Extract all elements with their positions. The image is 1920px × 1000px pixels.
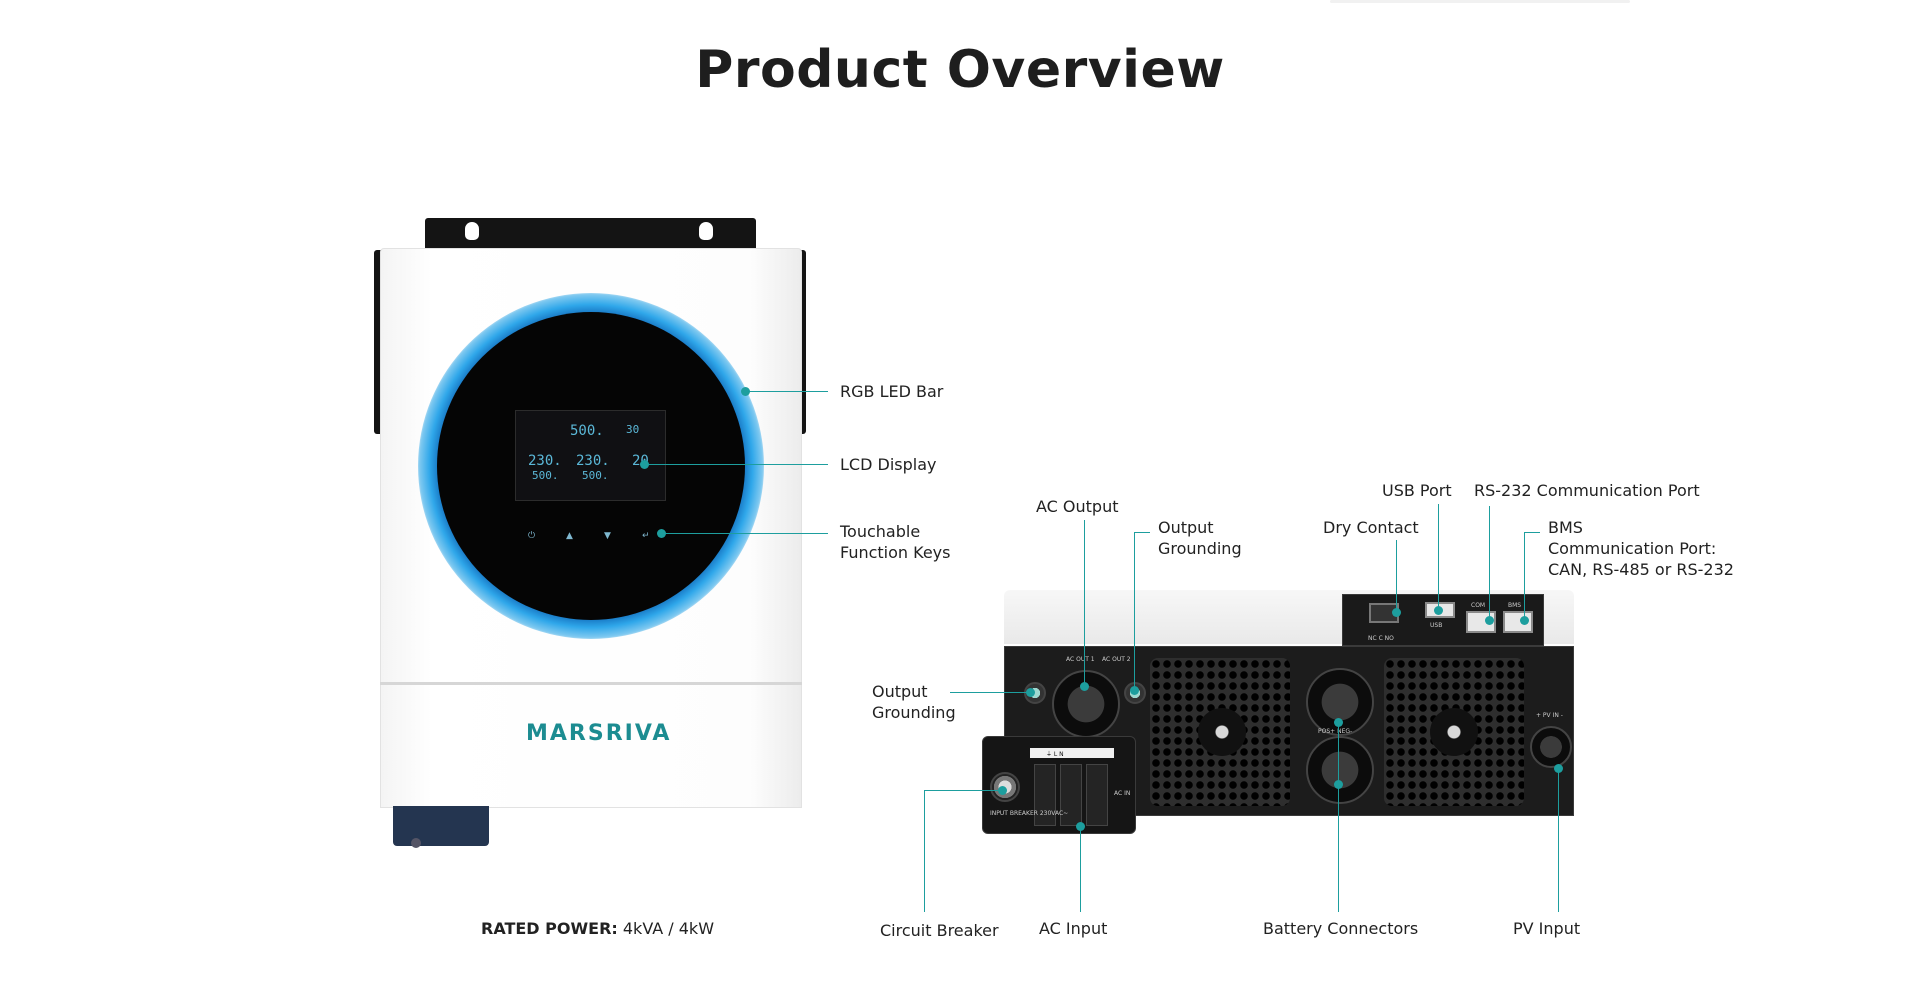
- pv-in-silk: + PV IN -: [1536, 712, 1563, 719]
- enter-key-icon[interactable]: ↵: [642, 531, 650, 541]
- lcd-readout: 230.: [528, 453, 562, 469]
- leader-dot: [998, 786, 1007, 795]
- top-edge-bar: [1330, 0, 1630, 3]
- mount-hole-right: [699, 222, 713, 240]
- leader-dot: [1520, 616, 1529, 625]
- label-line: Output: [872, 682, 928, 701]
- label-line: Communication Port:: [1548, 539, 1717, 558]
- up-key-icon[interactable]: ▲: [566, 531, 573, 541]
- ac-out-1-silk: AC OUT 1: [1066, 656, 1095, 663]
- label-line: Grounding: [1158, 539, 1242, 558]
- side-rail-left: [374, 250, 384, 434]
- ac-input-label: AC Input: [1039, 919, 1108, 938]
- pv-input-gland: [1530, 726, 1572, 768]
- bms-label: BMS Communication Port: CAN, RS-485 or R…: [1548, 517, 1734, 580]
- leader-dot: [1334, 780, 1343, 789]
- dry-contact-label: Dry Contact: [1323, 518, 1419, 537]
- leader-line: [924, 790, 1000, 791]
- label-line: Grounding: [872, 703, 956, 722]
- bat-silk: POS+ NEG-: [1318, 728, 1353, 735]
- mount-hole-left: [465, 222, 479, 240]
- leader-dot: [1434, 606, 1443, 615]
- leader-dot: [1485, 616, 1494, 625]
- lcd-readout: 500.: [532, 469, 559, 482]
- power-key-icon[interactable]: ⏻: [528, 531, 536, 541]
- lcd-readout: 30: [626, 423, 640, 436]
- battery-connector-top: [1306, 668, 1374, 736]
- circuit-breaker-label: Circuit Breaker: [880, 921, 999, 940]
- leader-dot: [1554, 764, 1563, 773]
- rgb-led-bar-label: RGB LED Bar: [840, 382, 944, 401]
- rated-power-value: 4kVA / 4kW: [622, 919, 715, 938]
- breaker-silk: INPUT BREAKER 230VAC~: [990, 810, 1069, 817]
- leader-line: [950, 692, 1030, 693]
- rs232-label: RS-232 Communication Port: [1474, 481, 1700, 500]
- bms-silk: BMS: [1508, 602, 1522, 609]
- usb-silk: USB: [1430, 622, 1443, 629]
- leader-line: [1489, 506, 1490, 618]
- lcd-display-label: LCD Display: [840, 455, 937, 474]
- dry-contact-silk: NC C NO: [1368, 635, 1394, 642]
- lcd-display: 500. 230. 230. 500. 500. 20 30: [515, 410, 666, 501]
- ac-input-terminal-earth: [1034, 764, 1056, 826]
- rated-power-label: RATED POWER:: [481, 919, 618, 938]
- label-line: Output: [1158, 518, 1214, 537]
- leader-line: [1524, 532, 1540, 533]
- com-silk: COM: [1471, 602, 1486, 609]
- leader-dot: [1026, 688, 1035, 697]
- label-line: CAN, RS-485 or RS-232: [1548, 560, 1734, 579]
- leader-line: [661, 533, 828, 534]
- inverter-bottom-panel: [380, 684, 802, 808]
- lcd-readout: 500.: [582, 469, 609, 482]
- touch-keys-line: Touchable: [840, 522, 921, 541]
- leader-line: [1396, 540, 1397, 612]
- leader-line: [644, 464, 828, 465]
- leader-line: [1338, 722, 1339, 912]
- pv-input-label: PV Input: [1513, 919, 1581, 938]
- fan-right: [1430, 708, 1478, 756]
- lcd-readout: 230.: [576, 453, 610, 469]
- leader-dot: [1334, 718, 1343, 727]
- leader-line: [1080, 826, 1081, 912]
- bottom-knob: [411, 838, 421, 848]
- leader-line: [1134, 532, 1135, 688]
- leader-line: [1438, 504, 1439, 610]
- touch-keys-line: Function Keys: [840, 543, 951, 562]
- down-key-icon[interactable]: ▼: [604, 531, 611, 541]
- ac-input-terminal-n: [1086, 764, 1108, 826]
- brand-logo: MARSRIVA: [526, 721, 672, 746]
- rated-power-text: RATED POWER: 4kVA / 4kW: [481, 918, 714, 939]
- leader-dot: [1130, 686, 1139, 695]
- battery-connectors-label: Battery Connectors: [1263, 919, 1419, 938]
- battery-connector-bottom: [1306, 736, 1374, 804]
- ac-input-label-strip: [1030, 748, 1114, 758]
- leader-dot: [1080, 682, 1089, 691]
- lcd-readout: 500.: [570, 423, 604, 439]
- leader-line: [745, 391, 828, 392]
- ac-output-gland: [1052, 670, 1120, 738]
- usb-port-label: USB Port: [1382, 481, 1452, 500]
- leader-dot: [1392, 608, 1401, 617]
- output-grounding-left-label: Output Grounding: [872, 681, 956, 723]
- leader-line: [924, 790, 925, 912]
- ac-input-terminal-l: [1060, 764, 1082, 826]
- leader-dot: [1076, 822, 1085, 831]
- output-grounding-top-label: Output Grounding: [1158, 517, 1242, 559]
- touch-keys-label: Touchable Function Keys: [840, 521, 950, 563]
- ac-output-label: AC Output: [1036, 497, 1119, 516]
- panel-divider: [380, 682, 802, 685]
- fan-left: [1198, 708, 1246, 756]
- leader-line: [1134, 532, 1150, 533]
- ground-screw-left: [1024, 682, 1046, 704]
- ac-in-silk: AC IN: [1114, 790, 1131, 797]
- ac-out-2-silk: AC OUT 2: [1102, 656, 1131, 663]
- page-title: Product Overview: [695, 40, 1225, 100]
- bottom-connector: [393, 806, 489, 846]
- lln-silk: ⏚ L N: [1046, 751, 1064, 758]
- leader-line: [1524, 532, 1525, 618]
- leader-line: [1084, 520, 1085, 686]
- label-line: BMS: [1548, 518, 1583, 537]
- leader-line: [1558, 770, 1559, 912]
